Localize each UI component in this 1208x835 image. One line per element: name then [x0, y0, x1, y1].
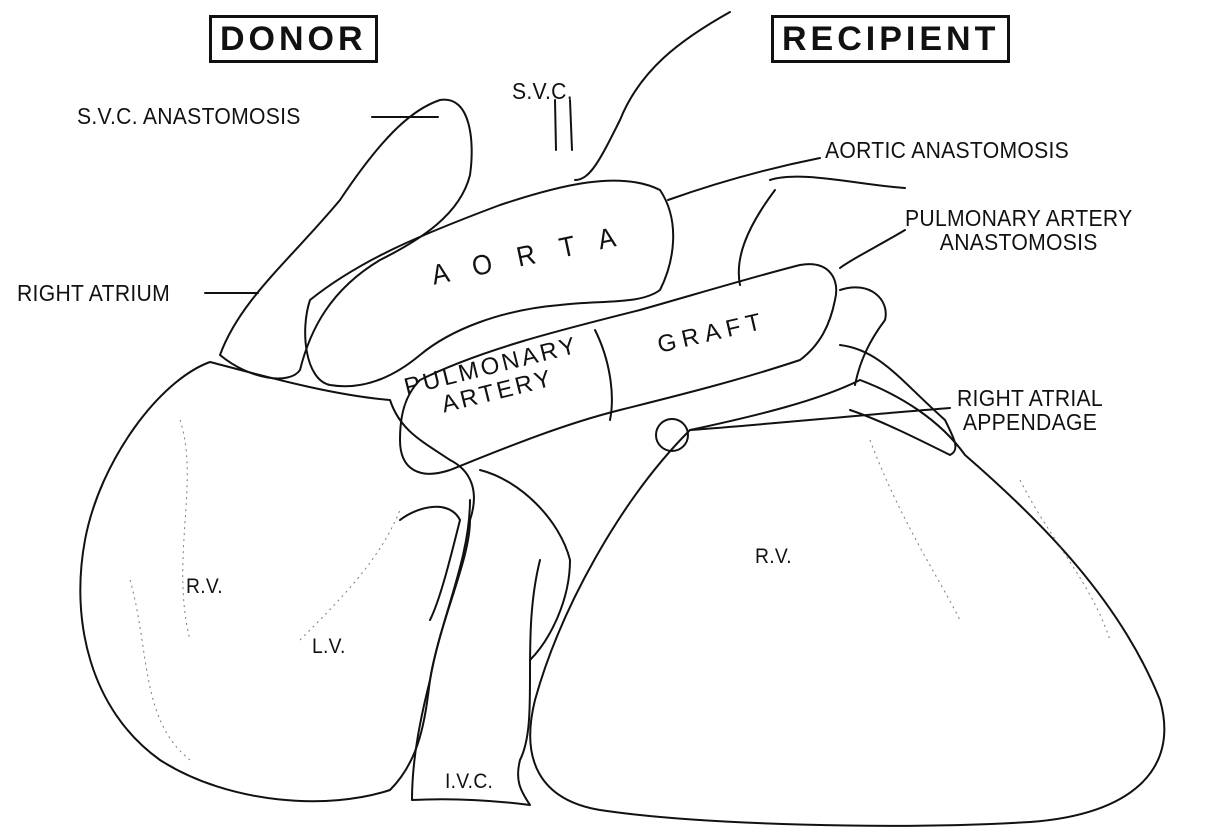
donor-rv-vein-1: [180, 420, 190, 640]
recipient-svc-vessel: [575, 12, 730, 180]
recipient-atrium-patch: [840, 345, 955, 455]
recipient-header: RECIPIENT: [771, 15, 1010, 63]
recipient-rv-vein: [870, 440, 960, 620]
recipient-right-ventricle-outline: [530, 380, 1164, 826]
right-atrial-appendage-leader: [690, 408, 950, 430]
label-right-atrial-appendage: RIGHT ATRIAL APPENDAGE: [957, 386, 1103, 434]
donor-right-ventricle-outline: [80, 362, 474, 801]
label-pulmonary-artery-anastomosis: PULMONARY ARTERY ANASTOMOSIS: [905, 206, 1132, 254]
right-atrial-appendage-shape: [656, 419, 688, 451]
donor-right-atrium-outline: [220, 100, 472, 379]
label-raa-line2: APPENDAGE: [957, 410, 1103, 434]
label-recipient-rv: R.V.: [755, 545, 792, 569]
recipient-svc-tube: [555, 100, 572, 150]
label-right-atrium: RIGHT ATRIUM: [17, 280, 170, 307]
label-pa-anastomosis-line2: ANASTOMOSIS: [905, 230, 1132, 254]
donor-rv-vein-2: [130, 580, 190, 760]
donor-ivc-outline: [412, 500, 540, 805]
aortic-anastomosis-leader: [668, 158, 820, 200]
recipient-rv-vein-2: [1020, 480, 1110, 640]
label-donor-rv: R.V.: [186, 575, 223, 599]
label-svc: S.V.C.: [512, 78, 573, 105]
recipient-aortic-stub: [739, 177, 905, 285]
label-svc-anastomosis: S.V.C. ANASTOMOSIS: [77, 103, 301, 130]
donor-header: DONOR: [209, 15, 378, 63]
label-aortic-anastomosis: AORTIC ANASTOMOSIS: [825, 137, 1069, 164]
pa-anastomosis-leader: [840, 230, 905, 268]
recipient-header-text: RECIPIENT: [782, 18, 999, 60]
label-ivc: I.V.C.: [445, 770, 493, 794]
label-raa-line1: RIGHT ATRIAL: [957, 386, 1103, 410]
recipient-pa-stub: [840, 287, 886, 385]
graft-pa-anastomosis-seam: [595, 330, 612, 420]
label-donor-lv: L.V.: [312, 635, 346, 659]
donor-left-ventricle-outline: [480, 470, 570, 660]
donor-lv-vein: [300, 510, 400, 640]
donor-header-text: DONOR: [220, 18, 367, 60]
label-pa-anastomosis-line1: PULMONARY ARTERY: [905, 206, 1132, 230]
